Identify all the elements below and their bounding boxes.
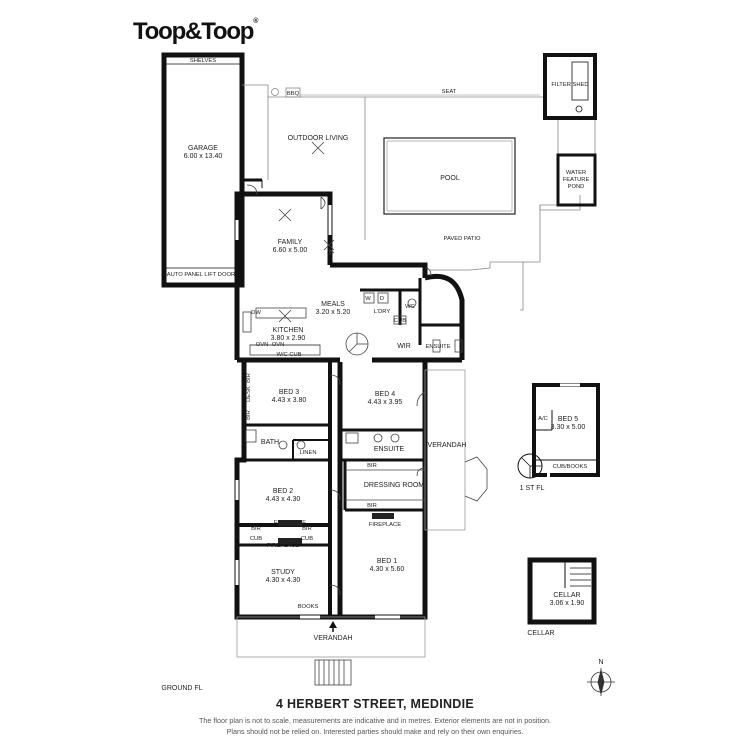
label-cub-books: CUB/BOOKS <box>553 464 588 470</box>
label-books: BOOKS <box>298 604 319 610</box>
label-bir-1: BIR <box>246 373 252 383</box>
property-address: 4 HERBERT STREET, MEDINDIE <box>275 697 475 711</box>
label-ac: A/C <box>538 416 548 422</box>
label-fireplace-2: FIREPLACE <box>267 543 299 549</box>
room-name-bed2: BED 2 <box>273 488 293 495</box>
label-dressing-room: DRESSING ROOM <box>364 482 424 489</box>
label-desk: DESK <box>246 386 252 402</box>
room-name-study: STUDY <box>271 569 295 576</box>
disclaimer: The floor plan is not to scale, measurem… <box>0 715 750 737</box>
garage-wall <box>161 52 245 288</box>
room-name-garage: GARAGE <box>188 145 218 152</box>
room-name-outdoor: OUTDOOR LIVING <box>288 135 349 142</box>
label-ovn-1: OVN <box>256 342 269 348</box>
label-bath: BATH <box>261 439 279 446</box>
label-ensuite: ENSUITE <box>425 344 450 350</box>
room-dims-bed2: 4.43 x 4.30 <box>266 496 301 503</box>
label-water-2: FEATURE <box>563 177 590 183</box>
label-fireplace-3: FIREPLACE <box>369 522 401 528</box>
label-bir-3: BIR <box>367 463 377 469</box>
floor-label-first: 1 ST FL <box>520 485 545 492</box>
label-linen: LINEN <box>299 450 316 456</box>
label-bir-5: BIR <box>251 526 261 532</box>
floor-label-cellar: CELLAR <box>527 630 554 637</box>
label-seat: SEAT <box>442 89 457 95</box>
room-name-meals: MEALS <box>321 301 345 308</box>
room-dims-bed3: 4.43 x 3.80 <box>272 397 307 404</box>
label-ldry: L'DRY <box>374 309 391 315</box>
interior-details <box>235 141 488 686</box>
room-name-cellar: CELLAR <box>553 592 580 599</box>
trademark-symbol: ® <box>253 18 259 25</box>
label-north: N <box>598 659 603 666</box>
ceiling-fan-family <box>278 141 335 323</box>
room-dims-garage: 6.00 x 13.40 <box>184 153 223 160</box>
label-bir-6: BIR <box>302 526 312 532</box>
label-ensuite-2: ENSUITE <box>374 446 405 453</box>
room-name-family: FAMILY <box>278 239 303 246</box>
label-bir-2: BIR <box>246 410 252 420</box>
label-cub-1: CUB <box>250 536 262 542</box>
outdoor-area <box>242 84 596 311</box>
room-dims-family: 6.60 x 5.00 <box>273 247 308 254</box>
house-walls <box>234 191 465 620</box>
label-verandah-front: VERANDAH <box>314 635 353 642</box>
label-shelves: SHELVES <box>190 58 216 64</box>
room-dims-meals: 3.20 x 5.20 <box>316 309 351 316</box>
label-auto-door: AUTO PANEL LIFT DOOR <box>167 272 235 278</box>
label-wir: WIR <box>397 343 411 350</box>
first-floor <box>517 383 600 479</box>
label-verandah-side: VERANDAH <box>428 442 467 449</box>
floor-label-ground: GROUND FL <box>161 685 202 692</box>
disclaimer-line-1: The floor plan is not to scale, measurem… <box>199 716 551 725</box>
room-dims-bed5: 3.30 x 5.00 <box>551 424 586 431</box>
room-name-pool: POOL <box>440 175 460 182</box>
room-name-bed5: BED 5 <box>558 416 578 423</box>
garage <box>161 52 263 288</box>
label-w: W <box>365 296 371 302</box>
room-name-bed4: BED 4 <box>375 391 395 398</box>
north-compass <box>587 668 615 696</box>
label-dw: DW <box>251 310 261 316</box>
label-fireplace-1: FIREPLACE <box>274 520 306 526</box>
filter-shed <box>543 53 597 120</box>
label-paved-patio: PAVED PATIO <box>444 236 481 242</box>
cellar-plan <box>527 557 597 625</box>
water-feature <box>556 153 597 207</box>
room-dims-bed4: 4.43 x 3.95 <box>368 399 403 406</box>
room-dims-cellar: 3.06 x 1.90 <box>550 600 585 607</box>
label-water-1: WATER <box>566 170 586 176</box>
label-cub-2: CUB <box>301 536 313 542</box>
label-ovn-2: OVN <box>272 342 285 348</box>
label-cub: CUB <box>394 318 406 324</box>
label-water-3: POND <box>568 184 585 190</box>
room-name-bed1: BED 1 <box>377 558 397 565</box>
brand-logo: Toop&Toop® <box>133 18 258 46</box>
room-name-kitchen: KITCHEN <box>273 327 304 334</box>
room-dims-kitchen: 3.80 x 2.90 <box>271 335 306 342</box>
brand-logo-text: Toop&Toop <box>133 18 254 45</box>
room-dims-bed1: 4.30 x 5.60 <box>370 566 405 573</box>
disclaimer-line-2: Plans should not be relied on. Intereste… <box>226 727 524 736</box>
label-filter-shed: FILTER SHED <box>551 82 588 88</box>
label-wic-cub: W/C CUB <box>276 352 301 358</box>
label-d: D <box>380 296 384 302</box>
room-name-bed3: BED 3 <box>279 389 299 396</box>
room-dims-study: 4.30 x 4.30 <box>266 577 301 584</box>
label-bir-4: BIR <box>367 503 377 509</box>
label-wc: WC <box>405 304 415 310</box>
pool-outline <box>383 137 516 215</box>
label-bbq: BBQ <box>287 91 300 97</box>
